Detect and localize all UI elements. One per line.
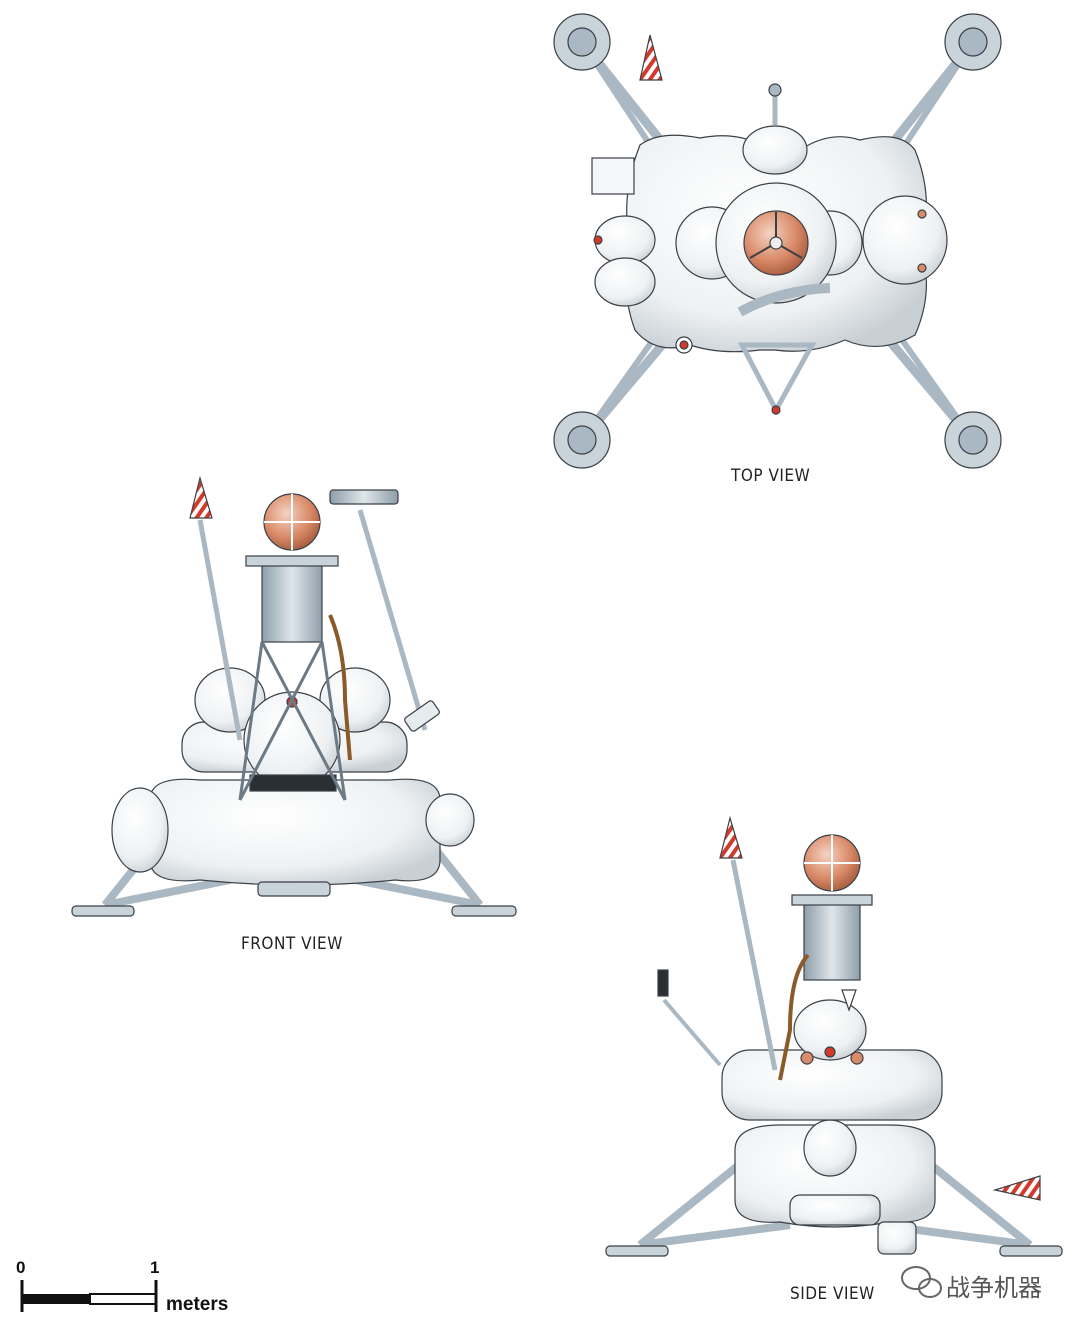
side-footpad-right <box>999 1245 1063 1257</box>
top-antenna-marker <box>639 34 663 81</box>
side-footpad-left <box>605 1245 669 1257</box>
front-camera-boom <box>329 489 399 505</box>
scale-end-label: 1 <box>150 1258 160 1277</box>
wechat-icon <box>901 1266 942 1298</box>
side-view-caption: SIDE VIEW <box>790 1284 875 1304</box>
front-view-caption: FRONT VIEW <box>241 934 343 954</box>
top-footpads <box>553 13 1002 469</box>
top-red-dot-left <box>593 235 603 245</box>
front-upper-cylinder <box>261 561 323 643</box>
front-footpad-left <box>71 905 135 917</box>
scale-bar <box>20 1280 158 1312</box>
side-antenna-marker <box>719 815 743 859</box>
top-view-drawing <box>553 13 1002 469</box>
side-upper-cylinder <box>803 899 861 981</box>
side-rear-marker <box>992 1175 1041 1201</box>
side-view-drawing <box>605 815 1063 1257</box>
front-lower-tank <box>149 778 441 886</box>
front-antenna-marker <box>189 475 213 519</box>
watermark-text: 战争机器 <box>946 1274 1042 1302</box>
front-view-drawing <box>71 475 517 917</box>
front-footpad-right <box>451 905 517 917</box>
top-view-caption: TOP VIEW <box>731 466 811 486</box>
scale-start-label: 0 <box>16 1258 26 1277</box>
scale-unit-label: meters <box>166 1294 229 1315</box>
